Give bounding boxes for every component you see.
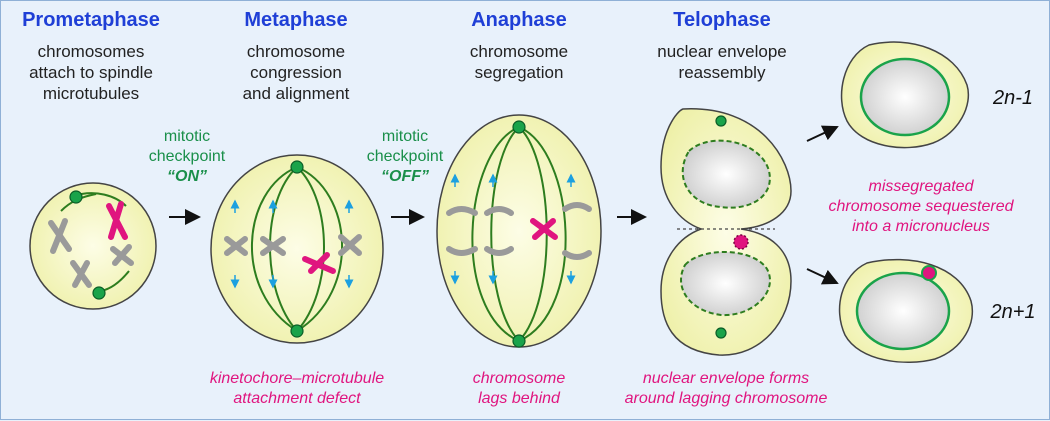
- phase-title-metaphase: Metaphase: [244, 9, 348, 31]
- chromosome-gray-icon: [48, 218, 134, 288]
- caption-line: into a micronucleus: [852, 218, 990, 235]
- centrosome-icon: [512, 334, 526, 348]
- spindle-force-arrow-icon: [450, 173, 576, 285]
- chromosome-missegregated-icon: [106, 201, 128, 240]
- phase-title-prometaphase: Prometaphase: [22, 9, 160, 31]
- phase-description-metaphase: chromosome congression and alignment: [221, 41, 371, 104]
- checkpoint-line: mitotic: [163, 128, 211, 145]
- checkpoint-off-label: mitotic checkpoint “OFF”: [357, 127, 453, 187]
- defect-line: chromosome: [472, 370, 566, 387]
- centrosome-icon: [290, 160, 304, 174]
- desc-line: attach to spindle: [29, 63, 153, 82]
- spindle-force-arrow-icon: [230, 199, 354, 289]
- phase-description-telophase: nuclear envelope reassembly: [641, 41, 803, 83]
- checkpoint-state: “ON”: [167, 168, 207, 185]
- desc-line: chromosome: [246, 42, 346, 61]
- defect-line: kinetochore–microtubule: [209, 370, 385, 387]
- phase-title-telophase: Telophase: [673, 9, 771, 31]
- desc-line: chromosome: [469, 42, 569, 61]
- centrosome-icon: [69, 190, 83, 204]
- desc-line: and alignment: [242, 84, 350, 103]
- chromosome-missegregated-icon: [302, 252, 336, 274]
- defect-label-anaphase: chromosome lags behind: [449, 369, 589, 409]
- micronucleus-icon: [921, 265, 937, 281]
- desc-line: nuclear envelope: [657, 42, 787, 61]
- ploidy-label-bottom: 2n+1: [990, 301, 1036, 323]
- phase-description-prometaphase: chromosomes attach to spindle microtubul…: [1, 41, 181, 104]
- desc-line: chromosomes: [37, 42, 145, 61]
- daughter-cell-top: [840, 41, 970, 149]
- daughter-cell-bottom: [838, 258, 973, 364]
- centrosome-icon: [92, 286, 106, 300]
- centrosome-icon: [290, 324, 304, 338]
- defect-line: around lagging chromosome: [624, 390, 828, 407]
- ploidy-label-top: 2n-1: [992, 87, 1034, 109]
- metaphase-cell: [210, 154, 384, 344]
- caption-line: chromosome sequestered: [828, 198, 1014, 215]
- centrosome-icon: [715, 327, 727, 339]
- phase-title-anaphase: Anaphase: [471, 9, 567, 31]
- anaphase-cell: [436, 114, 602, 348]
- centrosome-icon: [715, 115, 727, 127]
- desc-line: segregation: [474, 63, 564, 82]
- centrosome-icon: [512, 120, 526, 134]
- checkpoint-on-label: mitotic checkpoint “ON”: [139, 127, 235, 187]
- defect-line: attachment defect: [233, 390, 361, 407]
- defect-line: lags behind: [478, 390, 560, 407]
- phase-description-anaphase: chromosome segregation: [443, 41, 595, 83]
- chromosome-gray-icon: [446, 202, 592, 260]
- telophase-cell: [660, 108, 792, 356]
- desc-line: congression: [250, 63, 342, 82]
- caption-line: missegregated: [868, 178, 974, 195]
- forming-micronucleus-icon: [733, 234, 749, 250]
- chromosome-lagging-icon: [530, 218, 558, 240]
- transition-arrow-icon: [169, 125, 839, 285]
- prometaphase-cell: [29, 182, 157, 310]
- micronucleus-caption: missegregated chromosome sequestered int…: [807, 177, 1035, 237]
- desc-line: reassembly: [678, 63, 766, 82]
- defect-line: nuclear envelope forms: [642, 370, 810, 387]
- chromosome-gray-icon: [224, 234, 362, 256]
- desc-line: microtubules: [42, 84, 140, 103]
- defect-label-metaphase: kinetochore–microtubule attachment defec…: [197, 369, 397, 409]
- checkpoint-line: mitotic: [381, 128, 429, 145]
- checkpoint-line: checkpoint: [148, 148, 226, 165]
- defect-label-telophase: nuclear envelope forms around lagging ch…: [617, 369, 835, 409]
- checkpoint-state: “OFF”: [381, 168, 429, 185]
- checkpoint-line: checkpoint: [366, 148, 444, 165]
